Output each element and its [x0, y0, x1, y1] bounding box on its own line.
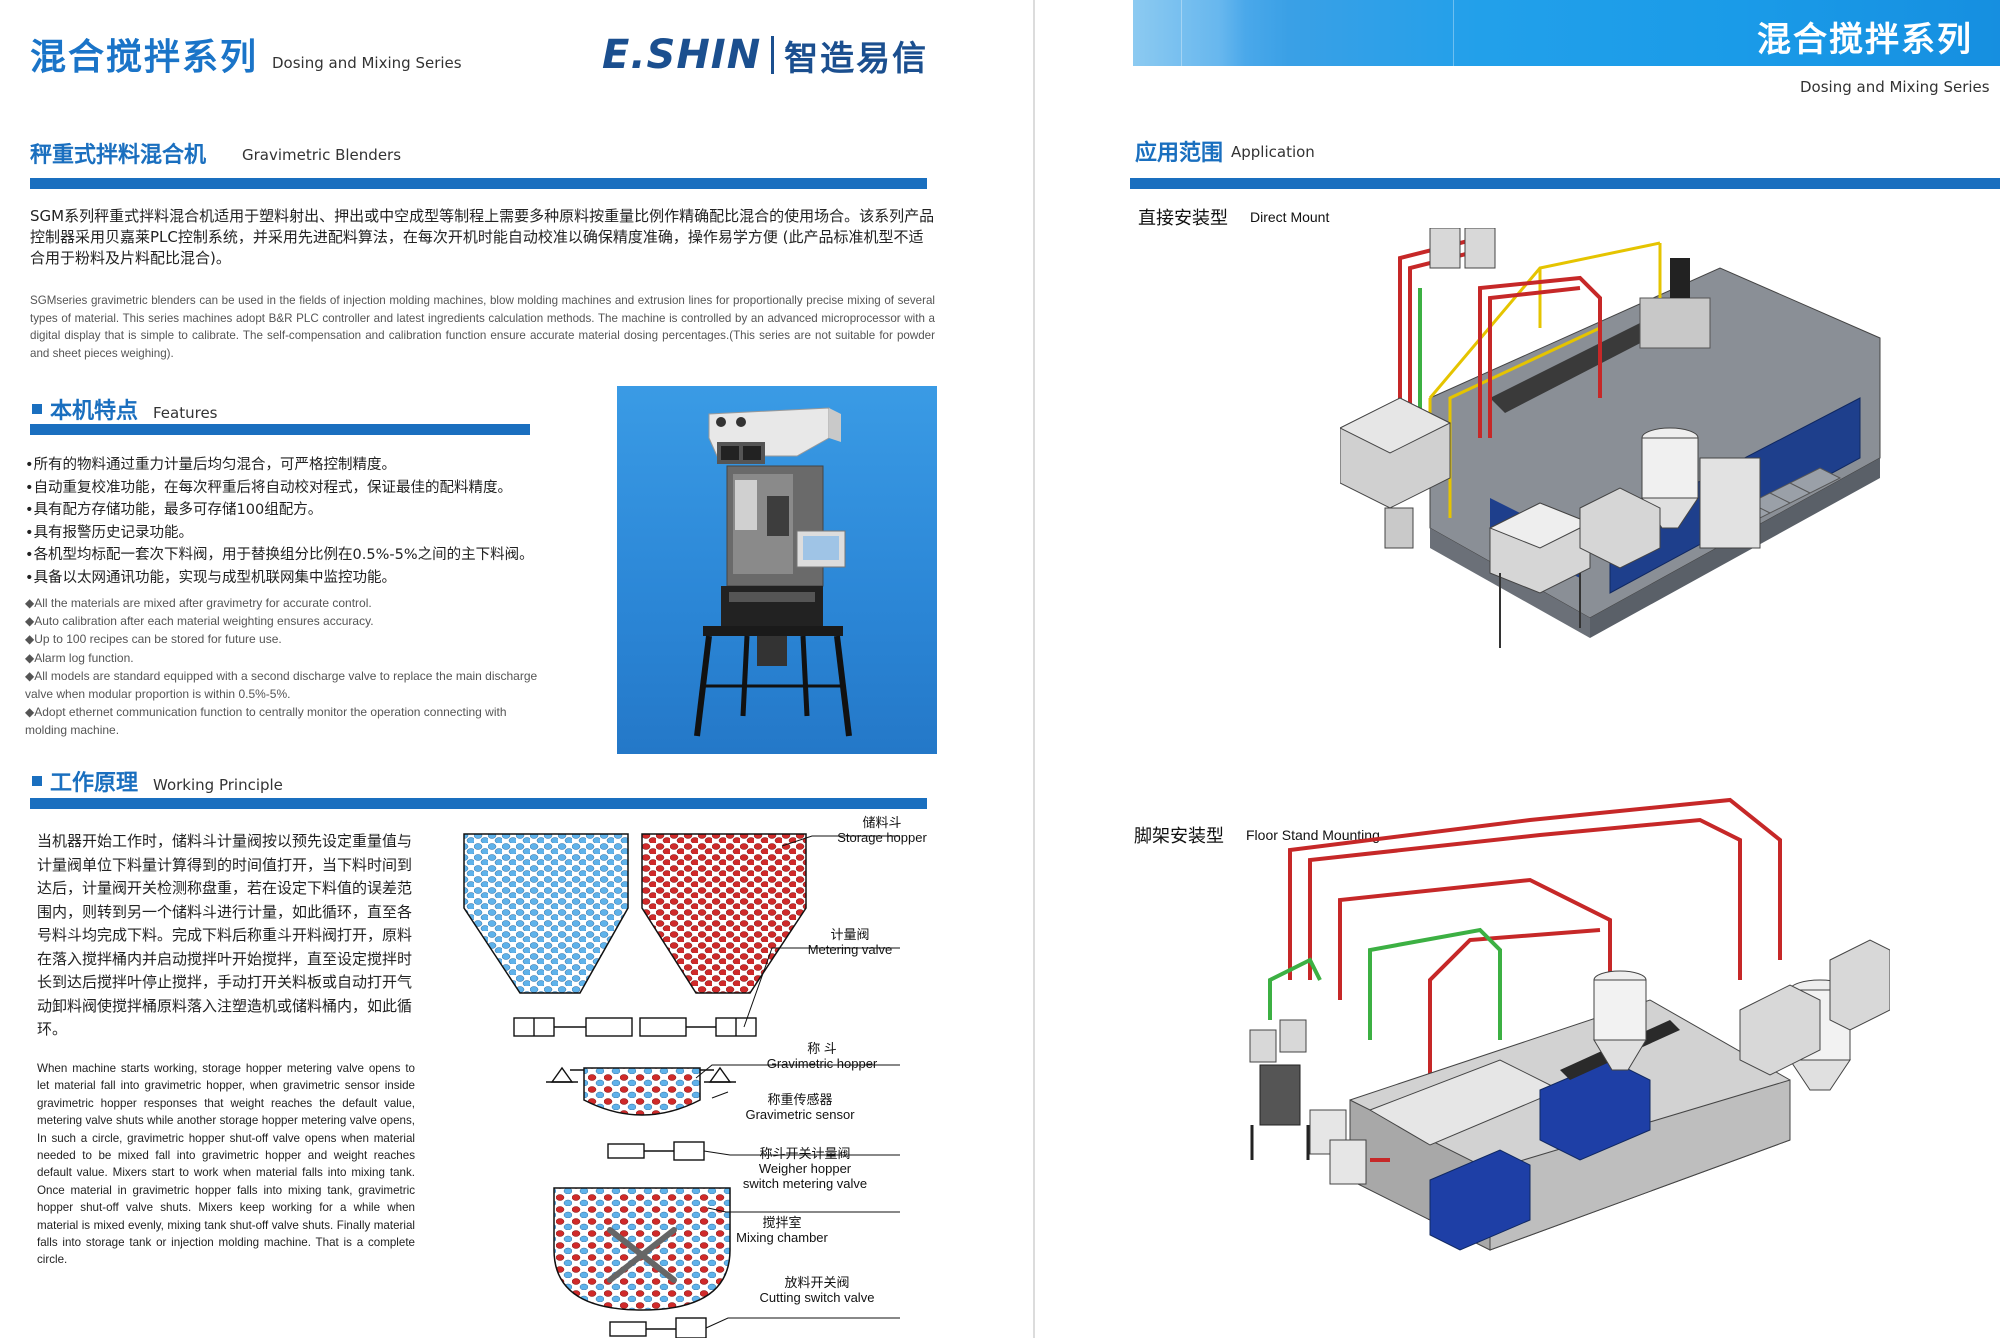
feature-item-en: ◆All models are standard equipped with a…	[25, 668, 538, 702]
left-header-title-en: Dosing and Mixing Series	[272, 54, 462, 72]
storage-hopper-right	[641, 833, 807, 994]
diagram-leader-lines	[695, 835, 900, 1329]
diamond-bullet-icon: ◆	[25, 596, 35, 610]
weigher-switch-valve	[607, 1141, 705, 1161]
brand-divider	[771, 36, 775, 74]
working-title-cn: 工作原理	[50, 771, 139, 796]
feature-item-cn: •所有的物料通过重力计量后均匀混合，可严格控制精度。	[25, 457, 397, 473]
feature-item-cn: •各机型均标配一套次下料阀，用于替换组分比例在0.5%-5%之间的主下料阀。	[25, 547, 534, 564]
working-title-en: Working Principle	[153, 776, 283, 794]
feature-bullet: •	[25, 502, 34, 519]
features-marker	[32, 404, 42, 414]
application-title-cn: 应用范围	[1135, 141, 1224, 166]
cutting-switch-valve	[609, 1317, 707, 1338]
product-photo	[617, 386, 937, 754]
features-title-cn: 本机特点	[50, 399, 139, 424]
feature-item-cn: •具有报警历史记录功能。	[25, 524, 194, 541]
floor-stand-title-en: Floor Stand Mounting	[1246, 827, 1380, 843]
feature-bullet: •	[25, 524, 34, 541]
feature-item-cn: •具备以太网通讯功能，实现与成型机联网集中监控功能。	[25, 569, 397, 586]
floor-stand-title-cn: 脚架安装型	[1134, 826, 1224, 847]
feature-bullet: •	[25, 547, 34, 564]
feature-item-en: ◆Up to 100 recipes can be stored for fut…	[25, 632, 282, 647]
working-principle-diagram	[463, 833, 900, 1338]
feature-item-en: ◆Adopt ethernet communication function t…	[25, 705, 507, 738]
feature-bullet: •	[25, 479, 34, 496]
working-rule	[30, 798, 927, 809]
right-header-title-cn: 混合搅拌系列	[1757, 20, 1973, 60]
working-marker	[32, 776, 42, 786]
diamond-bullet-icon: ◆	[25, 632, 35, 647]
blender-machine-image	[694, 407, 852, 737]
right-header-title-en: Dosing and Mixing Series	[1800, 78, 1990, 96]
blenders-intro-cn: SGM系列秤重式拌料混合机适用于塑料射出、押出或中空成型等制程上需要多种原料按重…	[30, 207, 935, 267]
working-text-en: When machine starts working, storage hop…	[37, 1062, 415, 1267]
floor-stand-illustration	[1249, 797, 1890, 1251]
direct-mount-title-en: Direct Mount	[1250, 209, 1330, 225]
direct-mount-illustration	[1340, 228, 1881, 648]
gravimetric-sensor-icons	[546, 1066, 736, 1083]
gravimetric-hopper	[570, 1067, 714, 1116]
features-title-en: Features	[153, 404, 218, 422]
feature-bullet: •	[25, 457, 34, 473]
diamond-bullet-icon: ◆	[25, 668, 35, 683]
brand-name: E.SHIN	[602, 32, 762, 78]
feature-item-cn: •自动重复校准功能，在每次秤重后将自动校对程式，保证最佳的配料精度。	[25, 479, 513, 496]
feature-item-en: ◆Auto calibration after each material we…	[25, 614, 374, 629]
diamond-bullet-icon: ◆	[25, 705, 35, 720]
diamond-bullet-icon: ◆	[25, 650, 35, 665]
features-list-cn: •所有的物料通过重力计量后均匀混合，可严格控制精度。 •自动重复校准功能，在每次…	[25, 454, 605, 590]
storage-hopper-left	[463, 833, 629, 994]
feature-item-en: ◆All the materials are mixed after gravi…	[25, 596, 372, 610]
brand-logo: E.SHIN 智造易信	[602, 30, 928, 80]
direct-mount-title-cn: 直接安装型	[1138, 208, 1228, 229]
blenders-intro-en: SGMseries gravimetric blenders can be us…	[30, 294, 935, 360]
feature-item-en: ◆Alarm log function.	[25, 650, 134, 665]
mixing-chamber	[553, 1187, 731, 1311]
left-header-title-cn: 混合搅拌系列	[30, 37, 259, 78]
features-rule	[30, 424, 530, 435]
right-header-band	[1133, 0, 2000, 66]
feature-bullet: •	[25, 569, 34, 586]
features-list-en: ◆All the materials are mixed after gravi…	[25, 594, 545, 740]
blenders-title-cn: 秤重式拌料混合机	[30, 143, 207, 168]
application-title-en: Application	[1231, 143, 1315, 161]
metering-valves	[513, 1017, 757, 1037]
working-text-cn: 当机器开始工作时，储料斗计量阀按以预先设定重量值与计量阀单位下料量计算得到的时间…	[37, 832, 413, 1038]
blenders-title-en: Gravimetric Blenders	[242, 146, 402, 164]
feature-item-cn: •具有配方存储功能，最多可存储100组配方。	[25, 502, 323, 519]
application-rule	[1130, 178, 2000, 189]
diamond-bullet-icon: ◆	[25, 614, 35, 629]
page-spine	[1033, 0, 1035, 1338]
blenders-rule	[30, 178, 927, 189]
brand-name-cn: 智造易信	[784, 38, 929, 79]
